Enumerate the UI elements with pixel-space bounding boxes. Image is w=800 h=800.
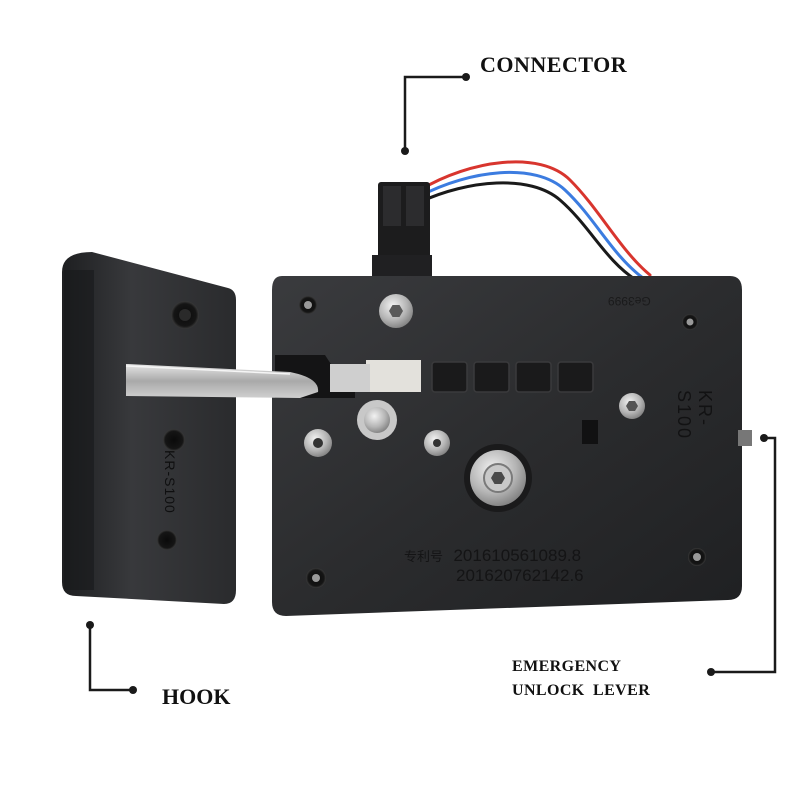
lever-callout-line <box>707 434 777 676</box>
hook-tongue <box>125 364 319 398</box>
patent-marking: 专利号 201610561089.8 201620762142.6 <box>404 546 584 586</box>
emergency-lever-callout-label: EMERGENCY UNLOCK LEVER <box>512 655 650 703</box>
patent-number-1: 201610561089.8 <box>453 546 582 565</box>
emergency-lever-label-line1: EMERGENCY <box>512 658 622 675</box>
body-model-marking: KR-S100 <box>674 390 715 441</box>
emergency-lever-label-line2: UNLOCK LEVER <box>512 682 651 699</box>
top-engraving-marking: Ge3999 <box>608 294 651 308</box>
connector-wires <box>418 160 652 282</box>
hook-callout-label: HOOK <box>162 684 231 709</box>
body-screws <box>299 294 706 588</box>
hook-callout-line <box>86 621 137 694</box>
connector-callout-label: CONNECTOR <box>480 52 628 77</box>
connector-callout-line <box>401 73 470 155</box>
connector-plug <box>372 182 432 279</box>
hook-model-marking: KR-S100 <box>162 450 178 514</box>
patent-number-2: 201620762142.6 <box>456 566 584 585</box>
hook-plate <box>62 252 236 604</box>
patent-prefix: 专利号 <box>404 549 444 564</box>
